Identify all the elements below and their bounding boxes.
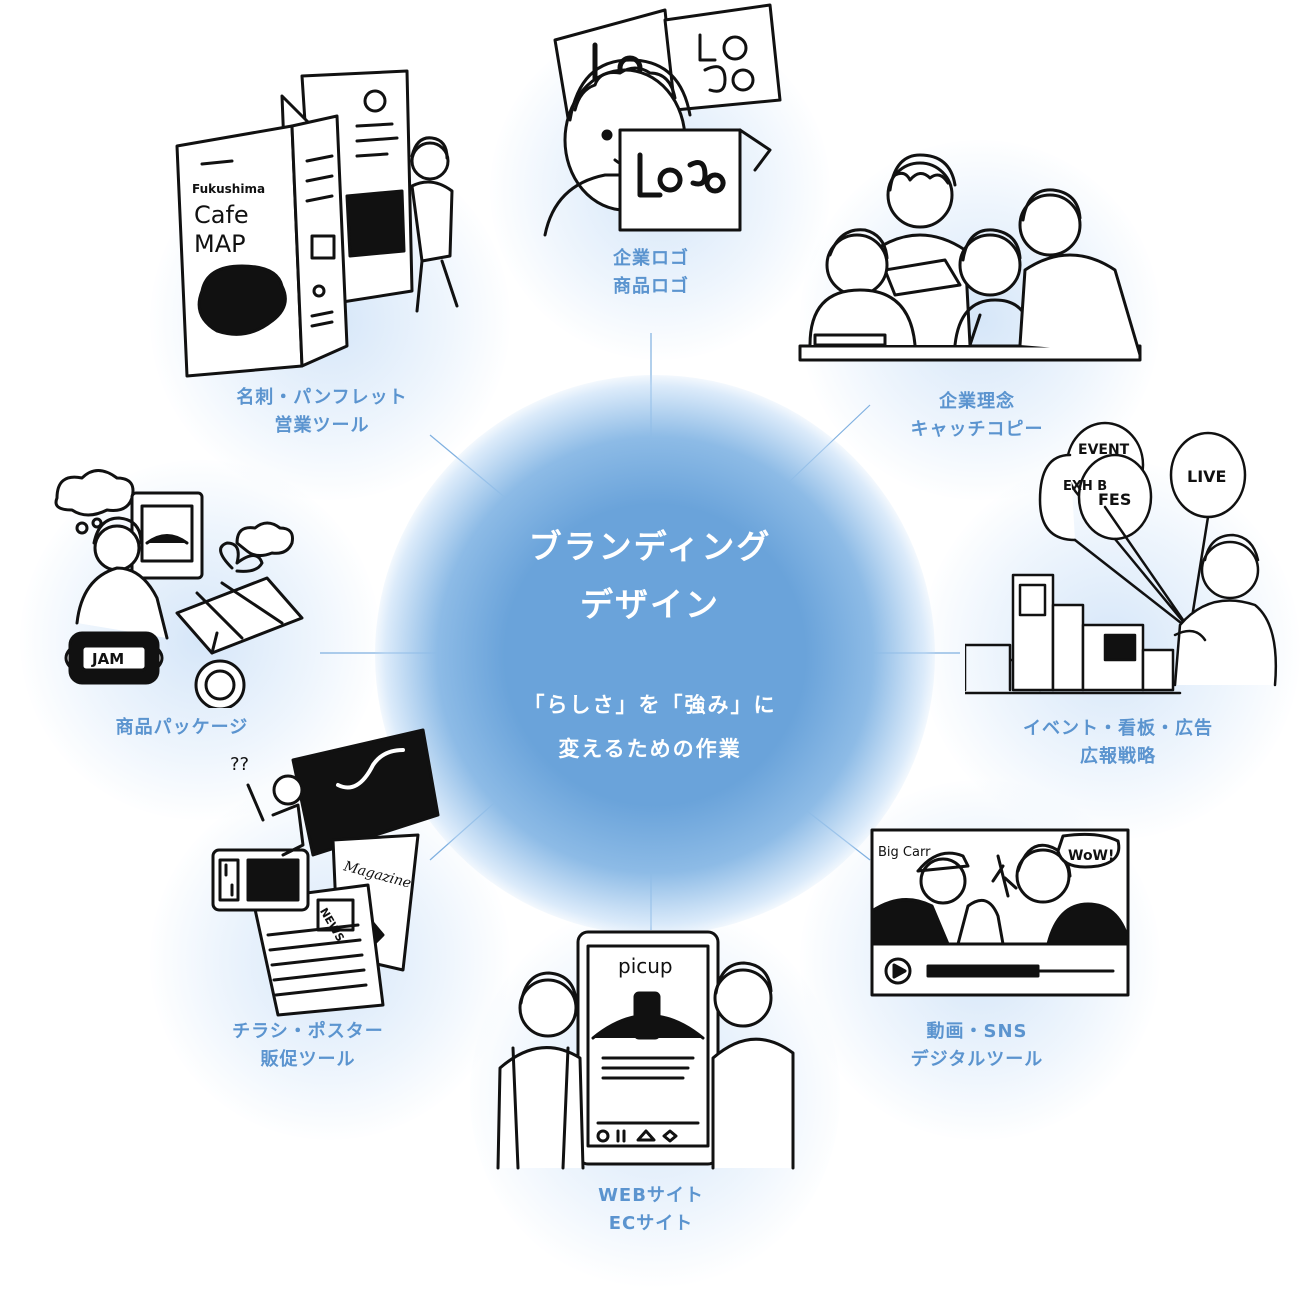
- label-event-line1: イベント・看板・広告: [1023, 718, 1213, 739]
- label-digital: 動画・SNS デジタルツール: [837, 1018, 1117, 1074]
- label-philosophy-line2: キャッチコピー: [910, 419, 1044, 440]
- logo-sketch-icon: logo-sketch-icon: [515, 0, 785, 240]
- label-web-line2: ECサイト: [608, 1213, 694, 1234]
- smartphone-icon: picup: [488, 928, 798, 1173]
- label-digital-line1: 動画・SNS: [926, 1021, 1028, 1042]
- balloon-word-live: LIVE: [1187, 467, 1226, 486]
- label-flyer-line1: チラシ・ポスター: [232, 1021, 384, 1042]
- hub-title-line1: ブランディング: [528, 527, 772, 566]
- hub-title-line2: デザイン: [580, 585, 720, 624]
- label-philosophy: 企業理念 キャッチコピー: [837, 388, 1117, 444]
- label-flyer: チラシ・ポスター 販促ツール: [168, 1018, 448, 1074]
- screen-word-picup: picup: [618, 954, 673, 978]
- pamphlet-word-map: MAP: [194, 230, 246, 258]
- bubble-word-wow: WoW!: [1068, 848, 1114, 864]
- label-philosophy-line1: 企業理念: [939, 391, 1015, 412]
- bubble-word-big: Big Carr: [878, 845, 931, 860]
- label-logo: 企業ロゴ 商品ロゴ: [511, 245, 791, 301]
- flyer-word-question: ??: [230, 754, 249, 775]
- label-event: イベント・看板・広告 広報戦略: [978, 715, 1258, 771]
- label-card-line1: 名刺・パンフレット: [236, 387, 408, 408]
- label-web: WEBサイト ECサイト: [511, 1182, 791, 1238]
- balloons-city-icon: EVENT LIVE FES EXH B: [965, 410, 1285, 700]
- pamphlet-word-cafe: Cafe: [194, 201, 249, 229]
- hub-subtitle-line1: 「らしさ」を「強み」に: [523, 693, 777, 717]
- label-card-line2: 営業ツール: [274, 415, 370, 436]
- pamphlet-map-icon: Fukushima Cafe MAP: [172, 66, 472, 381]
- label-logo-line2: 商品ロゴ: [613, 276, 689, 297]
- hub-subtitle-line2: 変えるための作業: [558, 737, 742, 761]
- label-web-line1: WEBサイト: [598, 1185, 704, 1206]
- package-gift-icon: JAM: [42, 468, 307, 708]
- balloon-word-exh: EXH B: [1063, 479, 1107, 494]
- pamphlet-word-fukushima: Fukushima: [192, 182, 265, 196]
- label-event-line2: 広報戦略: [1080, 746, 1156, 767]
- label-flyer-line2: 販促ツール: [260, 1049, 356, 1070]
- package-word-jam: JAM: [91, 650, 124, 668]
- label-card: 名刺・パンフレット 営業ツール: [182, 384, 462, 440]
- balloon-word-fes: FES: [1098, 490, 1131, 509]
- label-digital-line2: デジタルツール: [910, 1049, 1044, 1070]
- video-player-icon: WoW! Big Carr: [868, 826, 1133, 1001]
- center-hub: [375, 375, 935, 935]
- label-package: 商品パッケージ: [42, 714, 322, 742]
- media-stack-icon: Magazine NEWS ??: [208, 725, 443, 1020]
- label-logo-line1: 企業ロゴ: [613, 248, 689, 269]
- label-package-line1: 商品パッケージ: [115, 717, 249, 738]
- team-meeting-icon: [795, 150, 1155, 370]
